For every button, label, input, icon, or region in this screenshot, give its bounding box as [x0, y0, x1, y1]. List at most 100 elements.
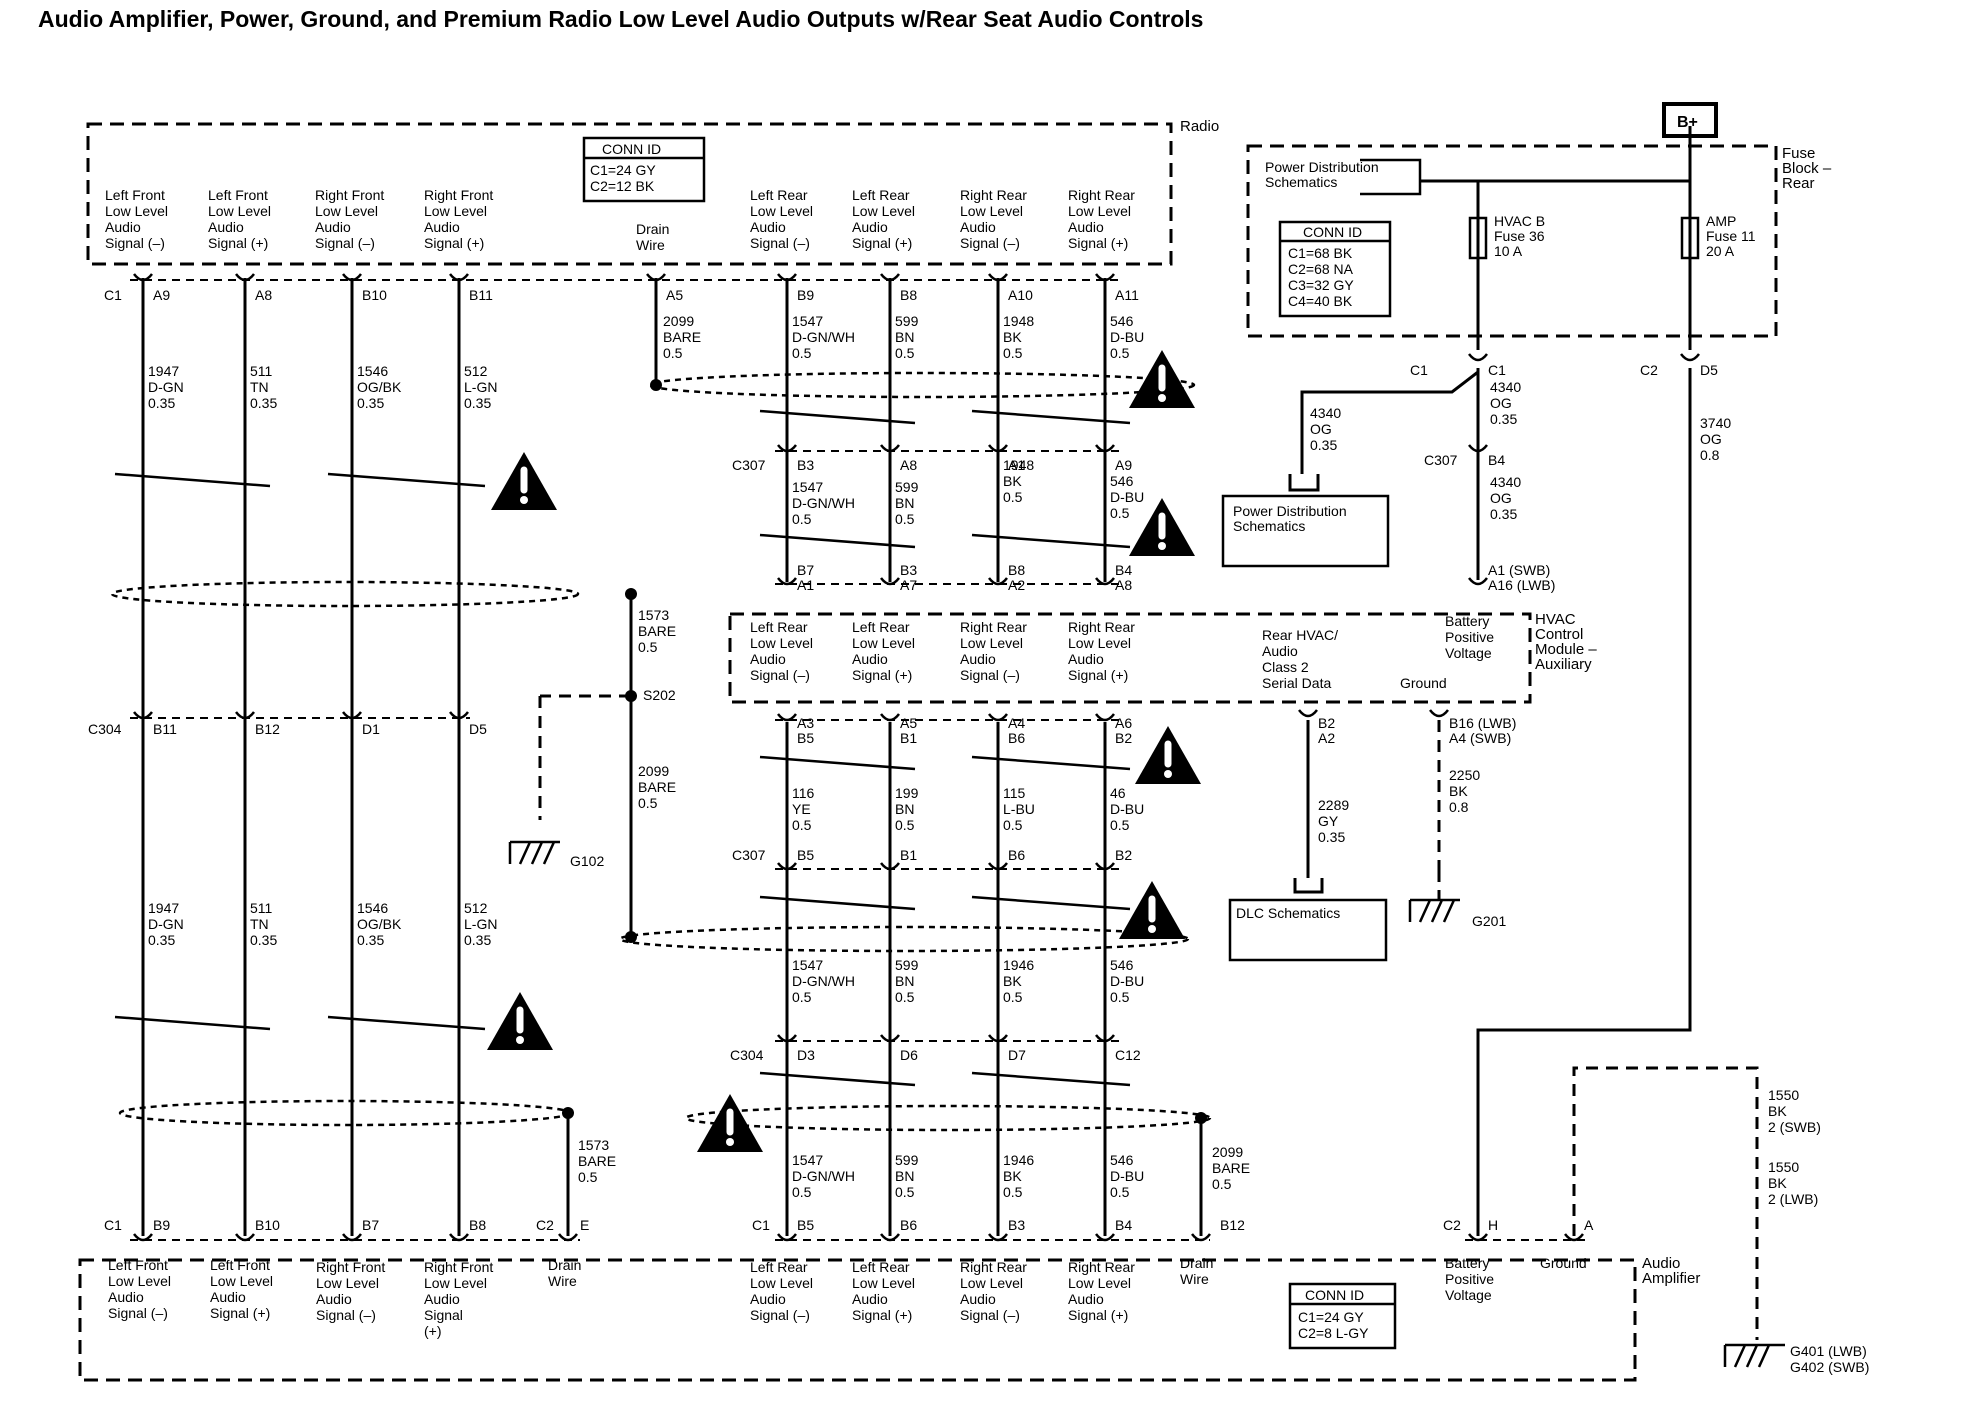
c1-amp-label: C1 — [104, 1217, 122, 1233]
pin-label: B11 — [153, 721, 177, 737]
pin-label: D6 — [900, 1047, 918, 1063]
b-plus-box — [1662, 102, 1718, 138]
hvac-module-box — [728, 612, 1532, 704]
c2-amp-label: C2 — [536, 1217, 554, 1233]
pin-label: B5 — [797, 847, 814, 863]
connector-pin-icon — [449, 273, 469, 282]
warning-icon — [697, 1094, 763, 1152]
hvac-fuse-icon — [1468, 216, 1488, 260]
conn-id-boxes — [582, 136, 1397, 1350]
amp-ground-label: Ground — [1540, 1255, 1587, 1271]
c304-label2: C304 — [730, 1047, 764, 1063]
pin-label: B8 — [469, 1217, 486, 1233]
connector-pin-icon — [1191, 1233, 1211, 1242]
g201-label: G201 — [1472, 913, 1506, 929]
pin-label: B7 — [362, 1217, 379, 1233]
connector-pin-icon — [1429, 709, 1449, 718]
connector-pin-icon — [342, 273, 362, 282]
connector-pin-icon — [988, 444, 1008, 453]
connector-pin-icon — [235, 273, 255, 282]
c307-label: C307 — [732, 457, 766, 473]
connector-pin-icon — [1680, 353, 1700, 362]
pin-label: B12 — [1220, 1217, 1245, 1233]
pin-label: A8 — [255, 287, 272, 303]
connector-pin-icon — [880, 444, 900, 453]
g401-label: G401 (LWB) — [1790, 1343, 1867, 1359]
connector-pin-icon — [646, 273, 666, 282]
connector-pin-icon — [449, 711, 469, 720]
pin-label: B3 — [1008, 1217, 1025, 1233]
c2-fuse-label: C2 — [1640, 362, 1658, 378]
pin-label: D5 — [469, 721, 487, 737]
connector-pin-icon — [1095, 577, 1115, 586]
diagram-title: Audio Amplifier, Power, Ground, and Prem… — [38, 6, 1204, 32]
connector-pin-icon — [1468, 577, 1488, 586]
pin-label: D7 — [1008, 1047, 1026, 1063]
pin-label: B6 — [900, 1217, 917, 1233]
pin-label: C12 — [1115, 1047, 1141, 1063]
pin-label: H — [1488, 1217, 1498, 1233]
connector-pin-icon — [449, 1233, 469, 1242]
warning-icon — [491, 452, 557, 510]
warning-icon — [1129, 498, 1195, 556]
connector-pin-icon — [777, 713, 797, 722]
pin-label: A8 — [900, 457, 917, 473]
pin-forks — [133, 273, 1700, 1242]
shield-ellipses — [110, 371, 1212, 1132]
connector-pin-icon — [1298, 709, 1318, 718]
pin-label: B4 — [1488, 452, 1505, 468]
connector-pin-icon — [988, 713, 1008, 722]
connector-pin-icon — [777, 273, 797, 282]
connector-pin-icon — [133, 1233, 153, 1242]
connector-pin-icon — [880, 273, 900, 282]
pin-label: E — [580, 1217, 589, 1233]
connector-pin-icon — [777, 444, 797, 453]
pin-label: B10 — [255, 1217, 280, 1233]
pin-label: B12 — [255, 721, 280, 737]
warning-icon — [1129, 350, 1195, 408]
connector-pin-icon — [1095, 862, 1115, 871]
connector-pin-icon — [880, 862, 900, 871]
connector-pin-icon — [1095, 444, 1115, 453]
c1-label: C1 — [104, 287, 122, 303]
